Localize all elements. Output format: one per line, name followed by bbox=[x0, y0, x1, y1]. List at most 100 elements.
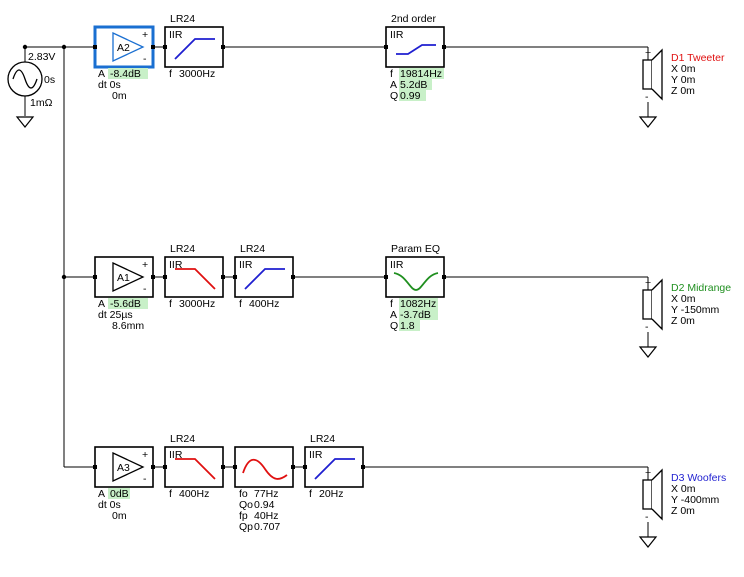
driver-minus-sign: - bbox=[645, 321, 649, 333]
amp-gain-highlight bbox=[108, 488, 130, 499]
amp-minus-sign: - bbox=[143, 473, 147, 485]
amp-gain-label: A bbox=[98, 68, 105, 80]
amp-block-a1[interactable]: A1+- bbox=[93, 256, 154, 298]
filter-param-value[interactable]: 1.8 bbox=[400, 320, 415, 332]
filter-block-highpass[interactable]: IIR bbox=[233, 256, 295, 298]
amp-output-pin bbox=[151, 275, 155, 279]
amp-output-pin bbox=[151, 465, 155, 469]
filter-type-label: IIR bbox=[239, 259, 253, 271]
filter-param-highlight bbox=[399, 320, 420, 331]
voltage-source[interactable]: 2.83V 0s 1mΩ bbox=[7, 51, 55, 109]
filter-title: LR24 bbox=[310, 433, 335, 445]
driver-y: Y -400mm bbox=[671, 494, 719, 506]
filter-param-label: Qp bbox=[239, 521, 253, 533]
filter-type-label: IIR bbox=[169, 449, 183, 461]
filter-type-label: IIR bbox=[390, 29, 404, 41]
linkwitz-curve-icon bbox=[242, 458, 288, 480]
filter-param-value[interactable]: 400Hz bbox=[249, 298, 279, 310]
filter-param-value[interactable]: 40Hz bbox=[254, 510, 279, 522]
ground-symbol bbox=[638, 536, 658, 548]
filter-title: LR24 bbox=[170, 13, 195, 25]
filter-param-highlight bbox=[399, 298, 438, 309]
driver-tweeter[interactable]: +- bbox=[642, 47, 663, 103]
amp-block-a3[interactable]: A3+- bbox=[93, 446, 154, 488]
filter-type-label: IIR bbox=[169, 29, 183, 41]
lowpass-curve-icon bbox=[175, 268, 216, 290]
driver-z: Z 0m bbox=[671, 315, 695, 327]
filter-output-pin bbox=[221, 275, 225, 279]
filter-input-pin bbox=[163, 465, 167, 469]
filter-output-pin bbox=[361, 465, 365, 469]
driver-midrange[interactable]: +- bbox=[642, 277, 663, 333]
lowpass-curve-icon bbox=[175, 458, 216, 480]
driver-y: Y -150mm bbox=[671, 304, 719, 316]
amp-input-pin bbox=[93, 465, 97, 469]
filter-block-highpass[interactable]: IIR bbox=[303, 446, 365, 488]
driver-minus-sign: - bbox=[645, 511, 649, 523]
filter-input-pin bbox=[303, 465, 307, 469]
amp-delay[interactable]: dt 25µs bbox=[98, 309, 133, 321]
filter-block-peq[interactable]: IIR bbox=[384, 256, 446, 298]
amp-gain-highlight bbox=[108, 68, 148, 79]
driver-woofers[interactable]: +- bbox=[642, 467, 663, 523]
driver-plus-sign: + bbox=[645, 277, 651, 289]
filter-param-value[interactable]: 20Hz bbox=[319, 488, 344, 500]
filter-param-label: f bbox=[169, 298, 172, 310]
filter-param-label: f bbox=[239, 298, 242, 310]
filter-param-value[interactable]: 3000Hz bbox=[179, 298, 215, 310]
filter-block-linkwitz[interactable] bbox=[233, 446, 295, 488]
filter-param-label: Qo bbox=[239, 499, 253, 511]
filter-param-highlight bbox=[399, 90, 426, 101]
filter-block-shelf[interactable]: IIR bbox=[384, 26, 446, 68]
filter-block-lowpass[interactable]: IIR bbox=[163, 446, 225, 488]
amp-name: A1 bbox=[117, 272, 130, 284]
filter-block-highpass[interactable]: IIR bbox=[163, 26, 225, 68]
filter-param-value[interactable]: 1082Hz bbox=[400, 298, 436, 310]
filter-output-pin bbox=[442, 45, 446, 49]
amplifier-triangle-icon bbox=[112, 31, 145, 63]
amp-delay[interactable]: dt 0s bbox=[98, 79, 121, 91]
amp-block-a2[interactable]: A2+- bbox=[93, 25, 155, 69]
source-voltage: 2.83V bbox=[28, 51, 55, 63]
source-delay: 0s bbox=[44, 74, 55, 86]
filter-param-value[interactable]: 0.94 bbox=[254, 499, 275, 511]
amp-delay[interactable]: dt 0s bbox=[98, 499, 121, 511]
amp-name: A2 bbox=[117, 42, 130, 54]
filter-param-label: Q bbox=[390, 90, 398, 102]
filter-output-pin bbox=[442, 275, 446, 279]
filter-param-value[interactable]: 5.2dB bbox=[400, 79, 427, 91]
amp-gain-value[interactable]: -5.6dB bbox=[110, 298, 141, 310]
filter-output-pin bbox=[221, 45, 225, 49]
filter-title: LR24 bbox=[170, 243, 195, 255]
filter-title: LR24 bbox=[240, 243, 265, 255]
amp-gain-value[interactable]: -8.4dB bbox=[110, 68, 141, 80]
filter-param-highlight bbox=[399, 79, 432, 90]
filter-param-value[interactable]: 19814Hz bbox=[400, 68, 442, 80]
filter-param-label: fp bbox=[239, 510, 248, 522]
filter-type-label: IIR bbox=[309, 449, 323, 461]
filter-param-value[interactable]: -3.7dB bbox=[400, 309, 431, 321]
speaker-magnet-icon bbox=[642, 289, 653, 320]
filter-param-highlight bbox=[399, 68, 444, 79]
filter-param-value[interactable]: 0.99 bbox=[400, 90, 421, 102]
driver-y: Y 0m bbox=[671, 74, 696, 86]
filter-input-pin bbox=[233, 275, 237, 279]
filter-param-value[interactable]: 77Hz bbox=[254, 488, 279, 500]
amp-minus-sign: - bbox=[143, 53, 147, 65]
amplifier-triangle-icon bbox=[112, 261, 145, 293]
filter-input-pin bbox=[384, 275, 388, 279]
filter-param-value[interactable]: 3000Hz bbox=[179, 68, 215, 80]
amp-output-pin bbox=[151, 45, 155, 49]
amp-gain-value[interactable]: 0dB bbox=[110, 488, 129, 500]
driver-name: D3 Woofers bbox=[671, 472, 726, 484]
speaker-cone-icon bbox=[651, 48, 663, 101]
filter-param-value[interactable]: 0.707 bbox=[254, 521, 280, 533]
amp-gain-label: A bbox=[98, 488, 105, 500]
filter-param-value[interactable]: 400Hz bbox=[179, 488, 209, 500]
source-resistance: 1mΩ bbox=[30, 97, 53, 109]
filter-block-lowpass[interactable]: IIR bbox=[163, 256, 225, 298]
amp-input-pin bbox=[93, 45, 97, 49]
